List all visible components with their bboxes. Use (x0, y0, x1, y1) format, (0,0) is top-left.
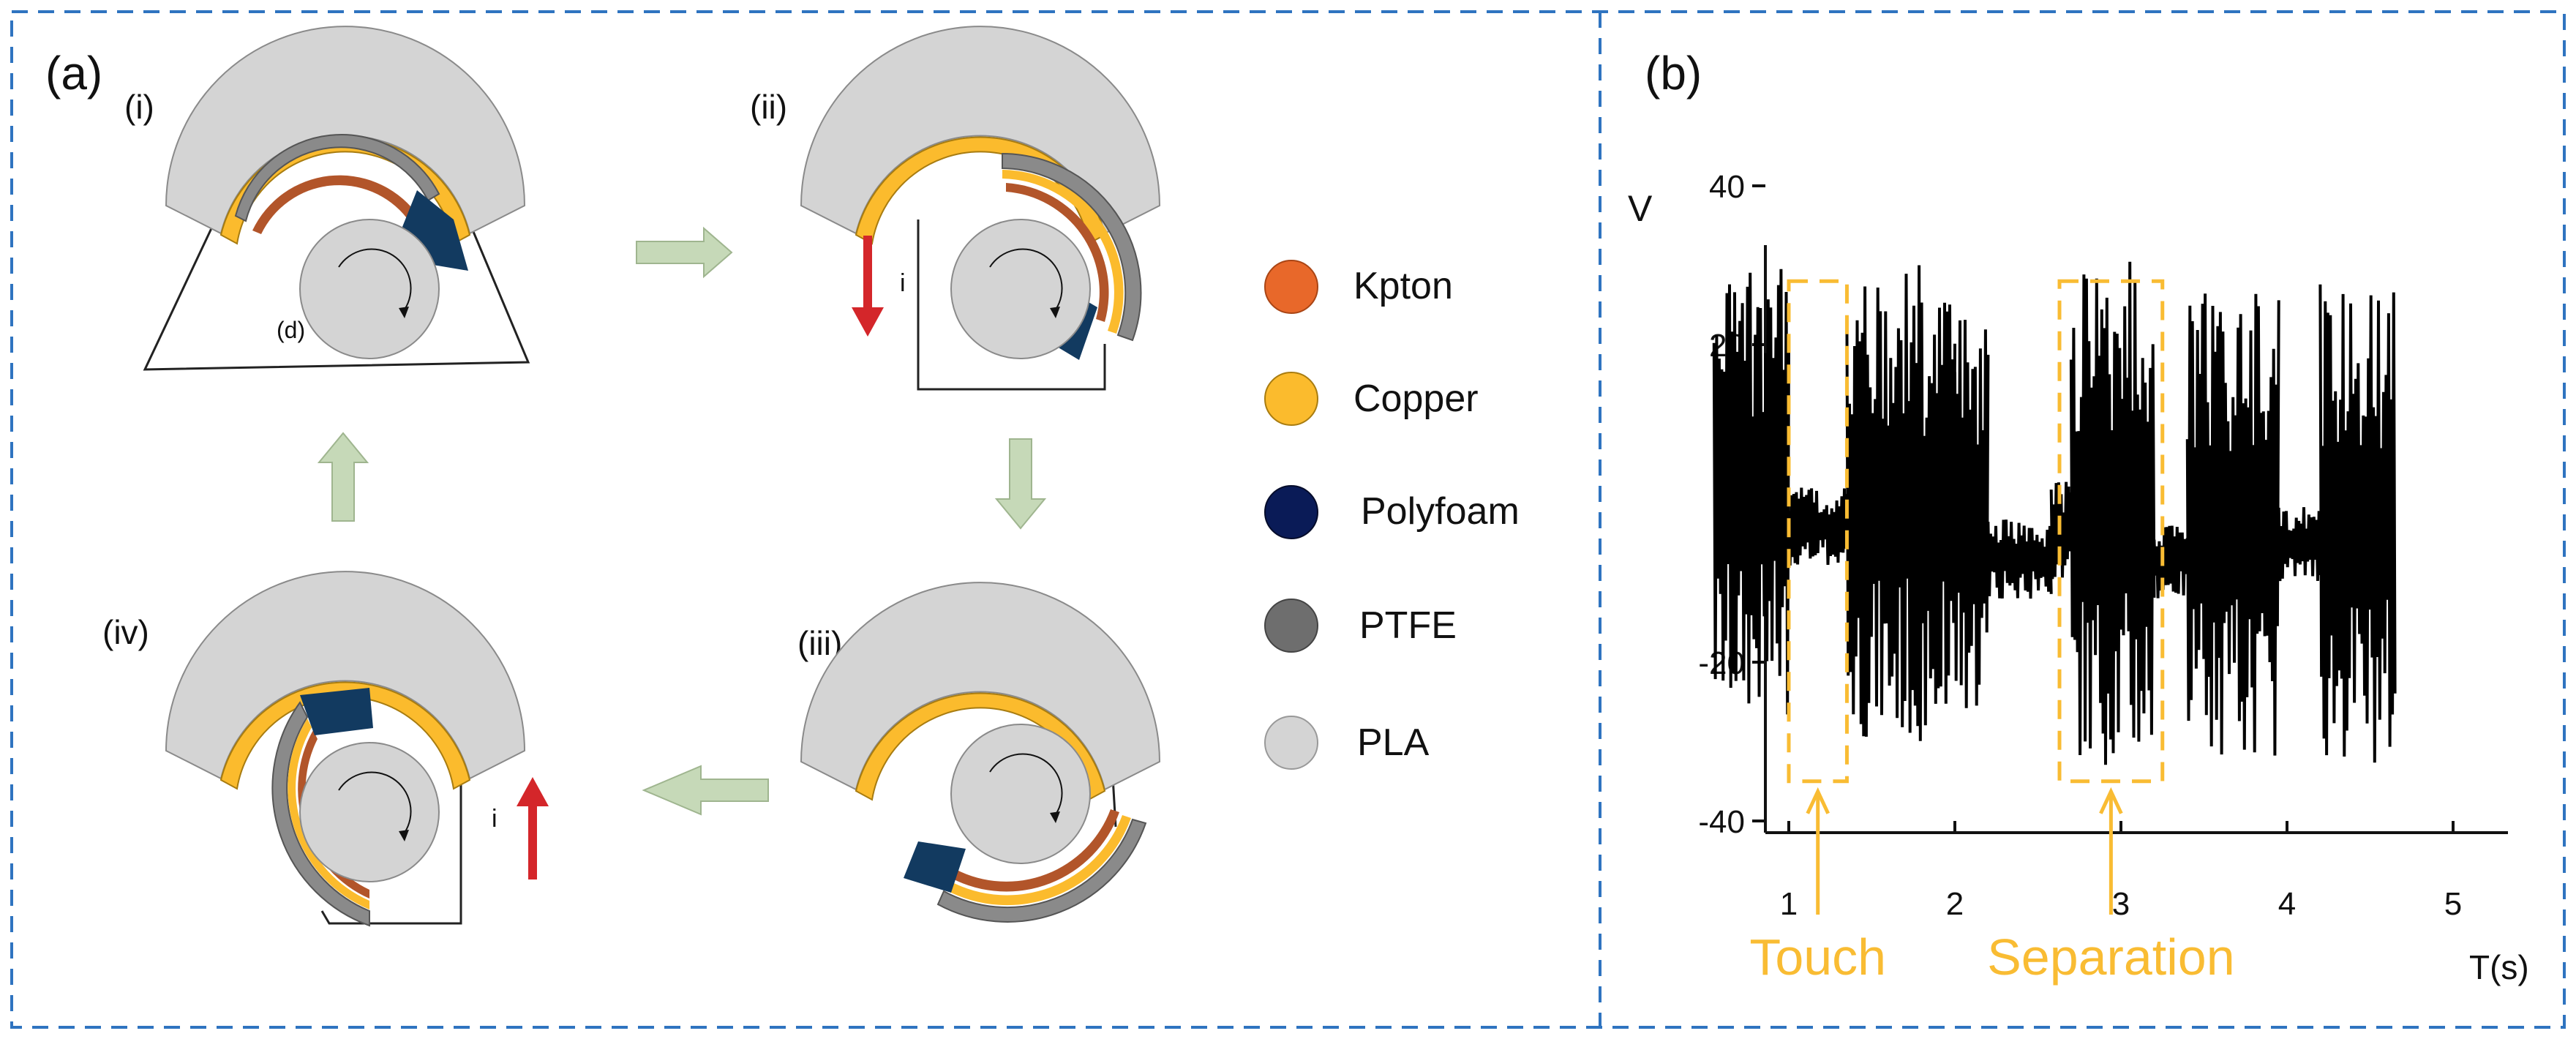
outer-frame (10, 10, 2566, 1029)
voltage-trace-segment (2185, 293, 2280, 756)
kapton-film (951, 809, 1119, 892)
voltage-trace-segment (1712, 269, 1790, 715)
x-tick-label: 5 (2444, 886, 2462, 922)
copper-strip (945, 815, 1131, 906)
y-tick-label: -40 (1698, 804, 1745, 840)
legend-swatch-polyfoam (1264, 485, 1318, 539)
stage-iv: (iv) i (102, 571, 549, 927)
current-arrow-down (852, 236, 884, 337)
highlight-arrow-head (2099, 787, 2123, 814)
stage-iv-current-label: i (492, 805, 497, 833)
stage-iv-label: (iv) (102, 613, 149, 651)
highlight-arrow-head (1806, 787, 1830, 814)
x-tick-label: 2 (1946, 886, 1964, 922)
voltage-trace-segment (1986, 520, 2053, 599)
legend-swatch-kapton (1264, 260, 1318, 314)
ptfe-film (271, 701, 370, 927)
legend-swatch-pla (1264, 716, 1318, 770)
highlight-box (1787, 279, 1849, 784)
flow-arrow-down (994, 438, 1047, 530)
stage-i: (i) (d) (124, 26, 530, 371)
highlight-label: Touch (1749, 929, 1886, 986)
voltage-trace-segment (2277, 507, 2322, 582)
polyfoam-block (300, 688, 373, 735)
stage-i-label: (i) (124, 88, 154, 126)
flow-arrow-up (317, 432, 369, 522)
stage-ii-label: (ii) (750, 88, 787, 126)
panel-b-label: (b) (1645, 47, 1702, 100)
stage-i-frame (143, 219, 530, 371)
kapton-film (1006, 183, 1109, 322)
polyfoam-block (904, 841, 966, 893)
stage-ii: (ii) i (750, 26, 1160, 391)
legend-label-pla: PLA (1357, 721, 1430, 764)
current-arrow-up (517, 777, 549, 879)
legend-swatch-copper (1264, 372, 1318, 426)
voltage-trace-segment (1787, 487, 1849, 566)
materials-legend: Kpton Copper Polyfoam PTFE PLA (1264, 260, 1520, 770)
legend-label-kapton: Kpton (1353, 265, 1453, 307)
stage-ii-current-label: i (900, 269, 906, 297)
highlight-label: Separation (1987, 929, 2235, 986)
flow-arrow-left (642, 765, 769, 816)
legend-swatch-ptfe (1264, 599, 1318, 653)
stage-ii-frame (917, 220, 1106, 391)
y-axis-label: V (1628, 188, 1653, 229)
ptfe-film (1002, 152, 1142, 342)
flow-arrow-right (636, 226, 733, 279)
kapton-film (252, 175, 416, 234)
pla-housing (165, 26, 525, 234)
voltage-trace-segment (1920, 302, 1956, 726)
legend-label-ptfe: PTFE (1359, 604, 1457, 647)
voltage-trace-segment (1953, 320, 1990, 708)
voltage-trace-segment (2152, 525, 2189, 599)
rotor-wheel (299, 219, 440, 359)
rotor-wheel (299, 742, 440, 882)
y-tick-label: 40 (1709, 169, 1745, 205)
stage-i-marker: (d) (277, 317, 305, 343)
x-tick-label: 4 (2278, 886, 2296, 922)
stage-iii: (iii) (797, 582, 1160, 923)
x-axis-label: T(s) (2469, 948, 2529, 986)
voltage-trace-segment (1845, 265, 1923, 741)
voltage-trace-segment (2318, 284, 2397, 763)
panel-a-label: (a) (45, 47, 102, 100)
ptfe-film (936, 818, 1147, 923)
x-tick-label: 3 (2112, 886, 2130, 922)
rotor-wheel (950, 724, 1091, 864)
rotor-wheel (950, 219, 1091, 359)
stage-iv-frame (320, 695, 462, 925)
x-tick-label: 1 (1780, 886, 1798, 922)
legend-label-polyfoam: Polyfoam (1361, 490, 1520, 533)
highlight-box (2057, 279, 2165, 784)
voltage-trace-segment (2069, 261, 2156, 765)
ptfe-film (234, 134, 440, 222)
legend-label-copper: Copper (1353, 378, 1479, 420)
